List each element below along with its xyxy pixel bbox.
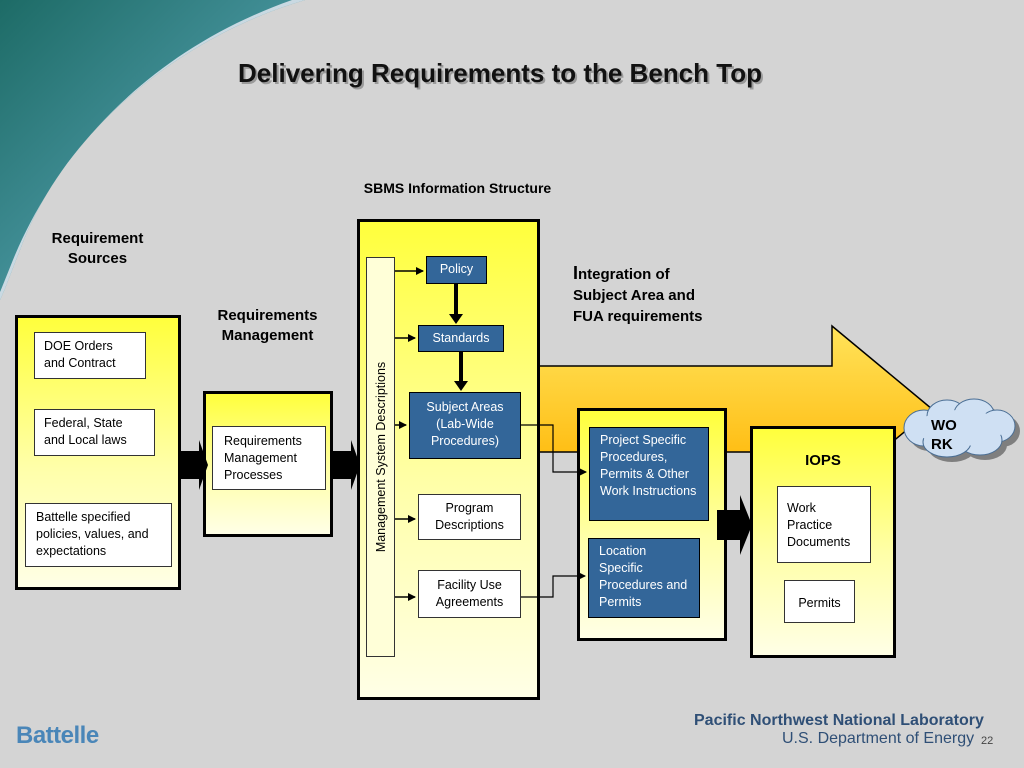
facility-use-box: Facility Use Agreements bbox=[418, 570, 521, 618]
integration-text: ntegration of Subject Area and FUA requi… bbox=[573, 266, 703, 325]
page-number: 22 bbox=[981, 735, 994, 747]
requirement-sources-label: Requirement Sources bbox=[51, 230, 144, 267]
requirements-management-label: Requirements Management bbox=[217, 307, 318, 344]
integration-label: Integration of Subject Area and FUA requ… bbox=[573, 263, 723, 327]
location-specific-box: Location Specific Procedures and Permits bbox=[588, 538, 700, 618]
management-processes-box: Requirements Management Processes bbox=[212, 426, 326, 490]
permits-box: Permits bbox=[784, 580, 855, 623]
page-title: Delivering Requirements to the Bench Top bbox=[238, 58, 762, 88]
project-specific-box: Project Specific Procedures, Permits & O… bbox=[589, 427, 709, 521]
work-practice-box: Work Practice Documents bbox=[777, 486, 871, 563]
pnnl-label: Pacific Northwest National Laboratory bbox=[694, 712, 984, 729]
work-label: WORK bbox=[931, 417, 957, 453]
sbms-header: SBMS Information Structure bbox=[363, 180, 552, 196]
program-descriptions-box: Program Descriptions bbox=[418, 494, 521, 540]
vertical-label: Management System Descriptions bbox=[373, 361, 388, 553]
doe-label: U.S. Department of Energy bbox=[782, 730, 975, 747]
battelle-policies-box: Battelle specified policies, values, and… bbox=[25, 503, 172, 567]
work-cloud bbox=[903, 398, 1020, 462]
doe-orders-box: DOE Orders and Contract bbox=[34, 332, 146, 379]
subject-areas-box: Subject Areas (Lab-Wide Procedures) bbox=[409, 392, 521, 459]
policy-box: Policy bbox=[426, 256, 487, 284]
standards-box: Standards bbox=[418, 325, 504, 352]
battelle-logo: Battelle bbox=[16, 722, 99, 749]
iops-label: IOPS bbox=[805, 452, 841, 469]
federal-laws-box: Federal, State and Local laws bbox=[34, 409, 155, 456]
management-system-descriptions: Management System Descriptions bbox=[366, 257, 395, 657]
integration-initial: I bbox=[573, 263, 579, 283]
